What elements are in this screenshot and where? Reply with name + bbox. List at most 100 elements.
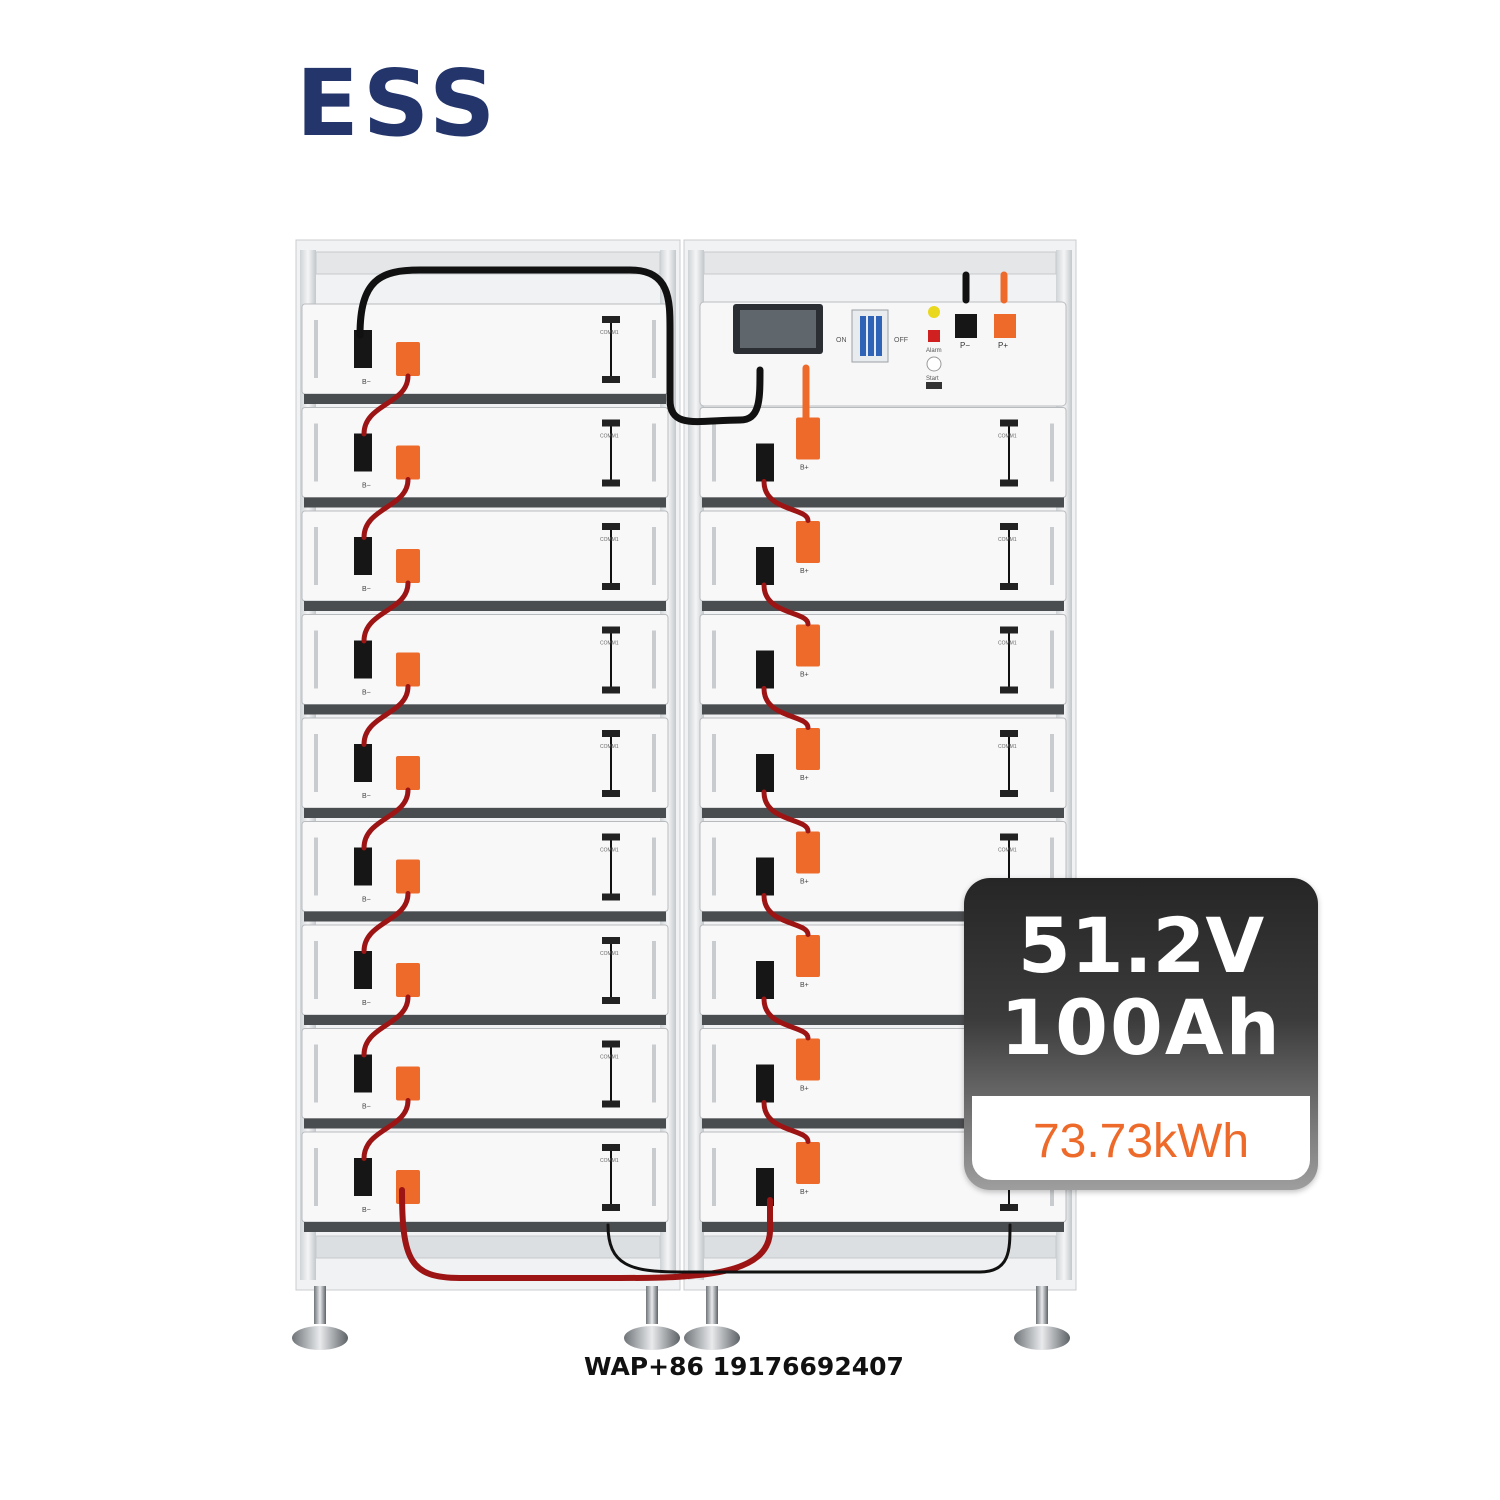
negative-connector xyxy=(756,443,774,482)
negative-label: B− xyxy=(362,379,371,386)
link-cable-left xyxy=(361,891,411,954)
link-cable-left xyxy=(361,580,411,644)
positive-label: B+ xyxy=(800,879,809,886)
comm-port xyxy=(1000,523,1018,530)
link-cable-left xyxy=(361,994,411,1058)
negative-connector xyxy=(756,961,774,999)
positive-connector xyxy=(796,417,820,460)
comm-port xyxy=(1000,1204,1018,1211)
negative-label: B− xyxy=(362,1000,371,1007)
positive-connector xyxy=(796,624,820,667)
comm-port xyxy=(602,626,620,634)
comm-port xyxy=(1000,686,1018,694)
negative-connector xyxy=(756,547,774,585)
link-cable-right xyxy=(761,996,811,1041)
positive-connector xyxy=(396,859,420,894)
link-cable-left xyxy=(361,1098,411,1161)
comm-port xyxy=(602,583,620,590)
link-cable-left xyxy=(361,477,411,540)
negative-connector xyxy=(354,537,372,575)
comm-port xyxy=(602,1204,620,1211)
comm-port xyxy=(602,730,620,737)
negative-label: B− xyxy=(362,1207,371,1214)
terminal-pos-label: P+ xyxy=(998,341,1008,350)
positive-connector xyxy=(396,445,420,480)
comm-port xyxy=(602,419,620,427)
link-cable-left xyxy=(361,787,411,851)
positive-connector xyxy=(796,521,820,563)
negative-connector xyxy=(354,951,372,989)
link-cable-left xyxy=(361,684,411,747)
link-cable-right xyxy=(761,479,811,523)
comm-port xyxy=(602,1144,620,1151)
comm-label: COMM1 xyxy=(998,434,1017,440)
left-battery-modules: COMM1B−COMM1B−COMM1B−COMM1B−COMM1B−COMM1… xyxy=(301,303,669,1232)
negative-connector xyxy=(756,650,774,689)
negative-connector xyxy=(354,433,372,472)
voltage-value: 51.2V xyxy=(1017,901,1265,990)
positive-connector xyxy=(796,935,820,977)
comm-port xyxy=(1000,833,1018,841)
comm-port xyxy=(602,937,620,944)
comm-port xyxy=(1000,626,1018,634)
module-link-cables xyxy=(361,364,811,1161)
comm-port xyxy=(602,479,620,487)
comm-label: COMM1 xyxy=(600,537,619,543)
positive-label: B+ xyxy=(800,672,809,679)
negative-connector xyxy=(354,1158,372,1196)
negative-connector xyxy=(354,1054,372,1093)
comm-port xyxy=(1000,730,1018,737)
negative-label: B− xyxy=(362,793,371,800)
positive-label: B+ xyxy=(800,465,809,472)
link-cable-right xyxy=(761,1100,811,1144)
link-cable-left xyxy=(361,373,411,437)
negative-label: B− xyxy=(362,897,371,904)
negative-connector xyxy=(354,640,372,679)
negative-connector xyxy=(354,744,372,782)
positive-connector xyxy=(396,549,420,583)
comm-port xyxy=(602,997,620,1004)
positive-label: B+ xyxy=(800,775,809,782)
positive-connector xyxy=(396,342,420,376)
comm-label: COMM1 xyxy=(600,1158,619,1164)
negative-label: B− xyxy=(362,586,371,593)
alarm-button xyxy=(928,330,940,342)
negative-connector xyxy=(354,847,372,886)
negative-label: B− xyxy=(362,1104,371,1111)
positive-label: B+ xyxy=(800,1189,809,1196)
start-button xyxy=(926,356,942,372)
comm-port xyxy=(1000,479,1018,487)
comm-port xyxy=(602,686,620,694)
positive-label: B+ xyxy=(800,982,809,989)
ess-logo: ESS xyxy=(296,50,500,157)
comm-port xyxy=(602,790,620,797)
positive-connector xyxy=(396,1066,420,1101)
negative-connector xyxy=(756,754,774,792)
positive-connector xyxy=(796,831,820,874)
link-cable-right xyxy=(761,893,811,937)
link-cable-right xyxy=(761,789,811,834)
positive-label: B+ xyxy=(800,1086,809,1093)
positive-connector xyxy=(796,1038,820,1081)
comm-label: COMM1 xyxy=(600,434,619,440)
energy-box: 73.73kWh xyxy=(972,1096,1310,1180)
comm-label: COMM1 xyxy=(600,848,619,854)
negative-label: B− xyxy=(362,483,371,490)
positive-label: B+ xyxy=(800,568,809,575)
link-cable-right xyxy=(761,686,811,730)
comm-port xyxy=(602,833,620,841)
comm-label: COMM1 xyxy=(998,641,1017,647)
comm-label: COMM1 xyxy=(600,1055,619,1061)
positive-connector xyxy=(796,1142,820,1184)
switch-off-label: OFF xyxy=(894,337,908,344)
